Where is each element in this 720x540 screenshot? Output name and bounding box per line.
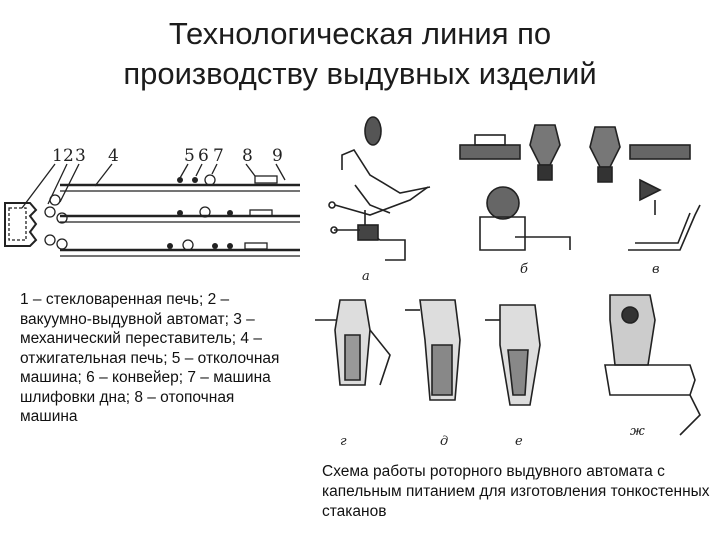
callout-number-6: 6 [198,146,209,166]
stage-letter-g: г [340,434,347,449]
callout-number-1: 1 [52,146,63,166]
production-line-diagram: 1 2 3 4 5 6 7 8 9 [4,146,300,257]
stage-letter-a: а [362,269,370,284]
callout-number-3: 3 [75,146,86,166]
stage-letter-d: д [440,434,448,449]
title-line-2: производству выдувных изделий [123,56,597,91]
callout-number-4: 4 [108,146,119,166]
title-line-1: Технологическая линия по [168,16,552,51]
callout-number-9: 9 [272,146,283,166]
callout-number-5: 5 [184,146,195,166]
rotary-automat-diagram: а б в г д е ж [315,116,701,449]
stage-letter-b: б [520,262,528,277]
callout-number-8: 8 [242,146,253,166]
stage-letter-v: в [652,262,660,277]
stage-letter-e: е [515,434,523,449]
slide-title: Технологическая линия по производству вы… [0,14,720,94]
diagram-caption: Схема работы роторного выдувного автомат… [322,463,710,520]
callout-number-7: 7 [213,146,224,166]
callout-number-2: 2 [63,146,74,166]
legend-text: 1 – стекловаренная печь; 2 – вакуумно-вы… [20,291,280,425]
stage-letter-zh: ж [630,424,645,439]
